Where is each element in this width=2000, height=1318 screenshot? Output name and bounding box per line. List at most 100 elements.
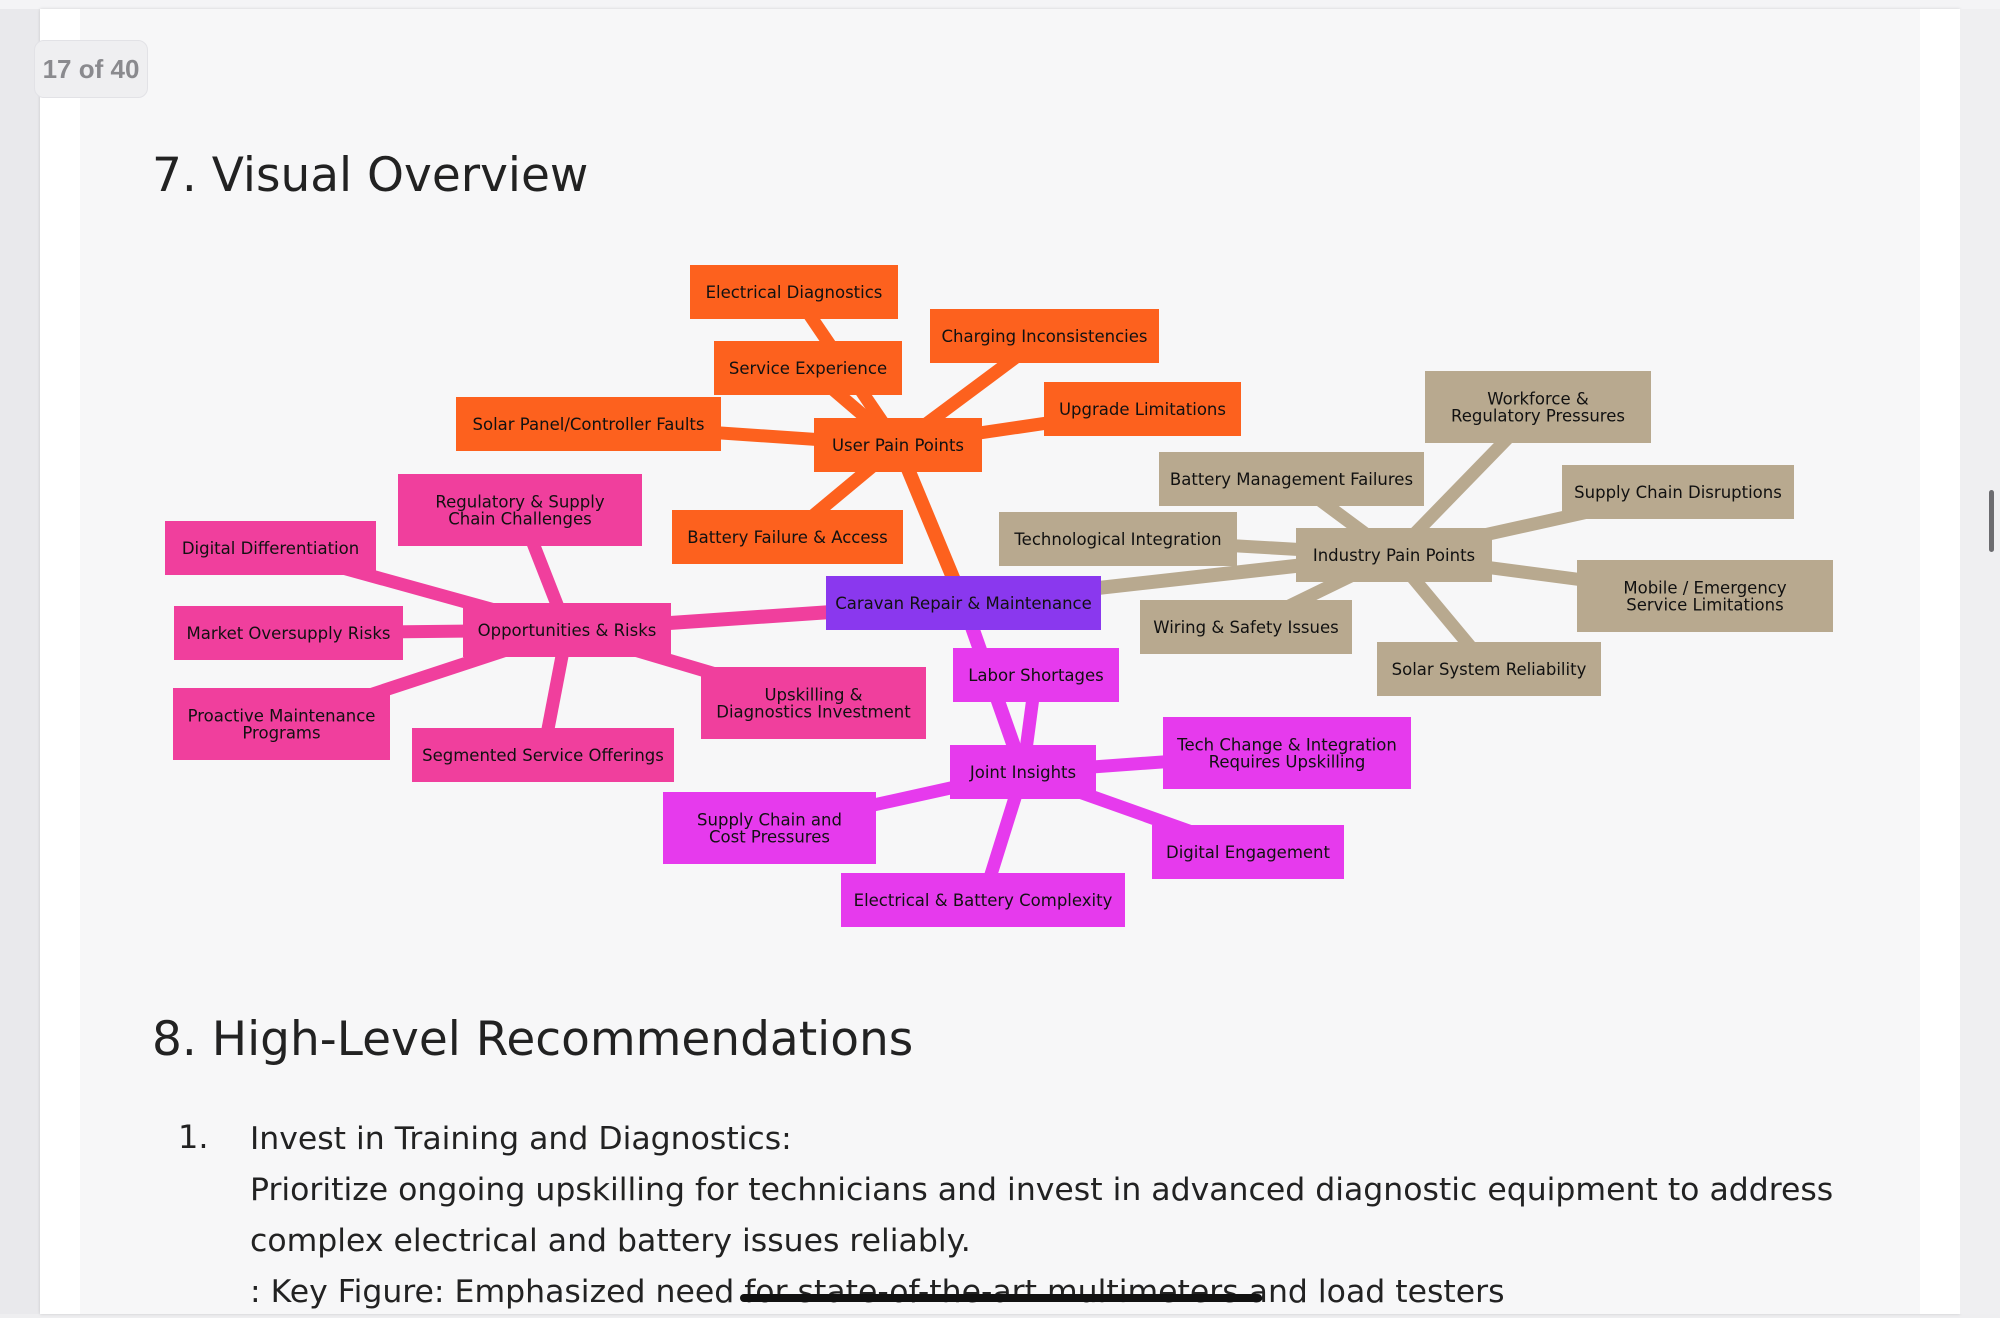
node-user-pain-points: User Pain Points	[814, 418, 982, 472]
node-supply-chain-and-cost-pressures-box	[663, 792, 876, 864]
node-industry-pain-points-box	[1296, 528, 1492, 582]
node-opportunities-risks-label: Opportunities & Risks	[478, 621, 657, 640]
node-upskilling-diagnostics-investment: Upskilling &Diagnostics Investment	[701, 667, 926, 739]
node-supply-chain-and-cost-pressures-label: Cost Pressures	[709, 828, 830, 847]
node-solar-system-reliability-box	[1377, 642, 1601, 696]
node-labor-shortages: Labor Shortages	[953, 648, 1119, 702]
node-battery-management-failures-box	[1159, 452, 1424, 506]
node-solar-panel-controller-faults: Solar Panel/Controller Faults	[456, 397, 721, 451]
node-regulatory-supply-chain-challenges-label: Regulatory & Supply	[435, 493, 604, 512]
node-battery-failure-access-label: Battery Failure & Access	[687, 528, 887, 547]
node-regulatory-supply-chain-challenges-label: Chain Challenges	[448, 510, 591, 529]
node-supply-chain-disruptions-label: Supply Chain Disruptions	[1574, 483, 1782, 502]
node-supply-chain-disruptions: Supply Chain Disruptions	[1562, 465, 1794, 519]
node-electrical-battery-complexity-box	[841, 873, 1125, 927]
node-labor-shortages-box	[953, 648, 1119, 702]
node-workforce-regulatory-pressures-label: Workforce &	[1487, 390, 1589, 409]
section-heading-visual-overview: 7. Visual Overview	[152, 148, 589, 203]
node-upgrade-limitations-label: Upgrade Limitations	[1059, 400, 1226, 419]
node-solar-panel-controller-faults-label: Solar Panel/Controller Faults	[473, 415, 705, 434]
scrollbar-thumb[interactable]	[1989, 490, 1994, 552]
recommendation-body: Prioritize ongoing upskilling for techni…	[250, 1172, 1834, 1259]
list-number: 1.	[178, 1118, 209, 1156]
node-tech-change-integration-requires-upskilling-label: Tech Change & Integration	[1176, 736, 1397, 755]
node-segmented-service-offerings-label: Segmented Service Offerings	[422, 746, 664, 765]
scrollbar-track[interactable]	[1960, 9, 2000, 1314]
node-proactive-maintenance-programs-label: Programs	[242, 724, 320, 743]
node-upskilling-diagnostics-investment-label: Upskilling &	[764, 686, 862, 705]
node-segmented-service-offerings-box	[412, 728, 674, 782]
node-tech-change-integration-requires-upskilling-box	[1163, 717, 1411, 789]
page-left-margin	[40, 9, 80, 1314]
key-figure-text: : Key Figure: Emphasized need for state-…	[250, 1274, 1505, 1310]
node-user-pain-points-label: User Pain Points	[832, 436, 964, 455]
node-electrical-diagnostics: Electrical Diagnostics	[690, 265, 898, 319]
node-wiring-safety-issues-box	[1140, 600, 1352, 654]
node-center-caravan-repair-label: Caravan Repair & Maintenance	[835, 594, 1092, 613]
node-proactive-maintenance-programs-label: Proactive Maintenance	[188, 707, 376, 726]
node-center-caravan-repair-box	[826, 576, 1101, 630]
node-supply-chain-and-cost-pressures-label: Supply Chain and	[697, 811, 842, 830]
node-upgrade-limitations-box	[1044, 382, 1241, 436]
node-battery-failure-access: Battery Failure & Access	[672, 510, 903, 564]
node-electrical-battery-complexity-label: Electrical & Battery Complexity	[854, 891, 1113, 910]
node-industry-pain-points-label: Industry Pain Points	[1313, 546, 1475, 565]
node-digital-engagement-box	[1152, 825, 1344, 879]
node-upskilling-diagnostics-investment-label: Diagnostics Investment	[716, 703, 911, 722]
node-wiring-safety-issues-label: Wiring & Safety Issues	[1153, 618, 1338, 637]
node-upskilling-diagnostics-investment-box	[701, 667, 926, 739]
node-joint-insights-label: Joint Insights	[969, 763, 1076, 782]
node-battery-management-failures-label: Battery Management Failures	[1170, 470, 1413, 489]
recommendation-title: Invest in Training and Diagnostics:	[250, 1121, 792, 1157]
node-solar-system-reliability: Solar System Reliability	[1377, 642, 1601, 696]
node-digital-differentiation-label: Digital Differentiation	[182, 539, 359, 558]
node-user-pain-points-box	[814, 418, 982, 472]
node-charging-inconsistencies-box	[930, 309, 1159, 363]
node-market-oversupply-risks-label: Market Oversupply Risks	[186, 624, 390, 643]
node-digital-differentiation: Digital Differentiation	[165, 521, 376, 575]
node-mobile-emergency-service-limitations-label: Mobile / Emergency	[1623, 579, 1786, 598]
node-opportunities-risks-box	[463, 603, 671, 657]
node-technological-integration: Technological Integration	[999, 512, 1237, 566]
node-battery-management-failures: Battery Management Failures	[1159, 452, 1424, 506]
node-service-experience-label: Service Experience	[729, 359, 887, 378]
left-gutter	[0, 9, 40, 1314]
node-regulatory-supply-chain-challenges-box	[398, 474, 642, 546]
node-solar-system-reliability-label: Solar System Reliability	[1392, 660, 1587, 679]
node-labor-shortages-label: Labor Shortages	[968, 666, 1104, 685]
node-supply-chain-disruptions-box	[1562, 465, 1794, 519]
node-digital-differentiation-box	[165, 521, 376, 575]
page-counter-badge: 17 of 40	[34, 40, 148, 98]
node-digital-engagement: Digital Engagement	[1152, 825, 1344, 879]
node-charging-inconsistencies: Charging Inconsistencies	[930, 309, 1159, 363]
node-workforce-regulatory-pressures-label: Regulatory Pressures	[1451, 407, 1625, 426]
node-mobile-emergency-service-limitations-box	[1577, 560, 1833, 632]
node-technological-integration-label: Technological Integration	[1013, 530, 1221, 549]
node-market-oversupply-risks-box	[174, 606, 403, 660]
section-heading-recommendations: 8. High-Level Recommendations	[152, 1012, 914, 1067]
node-wiring-safety-issues: Wiring & Safety Issues	[1140, 600, 1352, 654]
node-charging-inconsistencies-label: Charging Inconsistencies	[941, 327, 1147, 346]
node-electrical-battery-complexity: Electrical & Battery Complexity	[841, 873, 1125, 927]
node-service-experience-box	[714, 341, 902, 395]
node-upgrade-limitations: Upgrade Limitations	[1044, 382, 1241, 436]
page-right-margin	[1920, 9, 1960, 1314]
node-electrical-diagnostics-box	[690, 265, 898, 319]
node-workforce-regulatory-pressures: Workforce &Regulatory Pressures	[1425, 371, 1651, 443]
node-digital-engagement-label: Digital Engagement	[1166, 843, 1331, 862]
node-workforce-regulatory-pressures-box	[1425, 371, 1651, 443]
node-segmented-service-offerings: Segmented Service Offerings	[412, 728, 674, 782]
node-proactive-maintenance-programs-box	[173, 688, 390, 760]
node-solar-panel-controller-faults-box	[456, 397, 721, 451]
node-battery-failure-access-box	[672, 510, 903, 564]
node-mobile-emergency-service-limitations-label: Service Limitations	[1626, 596, 1783, 615]
node-market-oversupply-risks: Market Oversupply Risks	[174, 606, 403, 660]
node-technological-integration-box	[999, 512, 1237, 566]
node-industry-pain-points: Industry Pain Points	[1296, 528, 1492, 582]
node-service-experience: Service Experience	[714, 341, 902, 395]
node-electrical-diagnostics-label: Electrical Diagnostics	[706, 283, 883, 302]
